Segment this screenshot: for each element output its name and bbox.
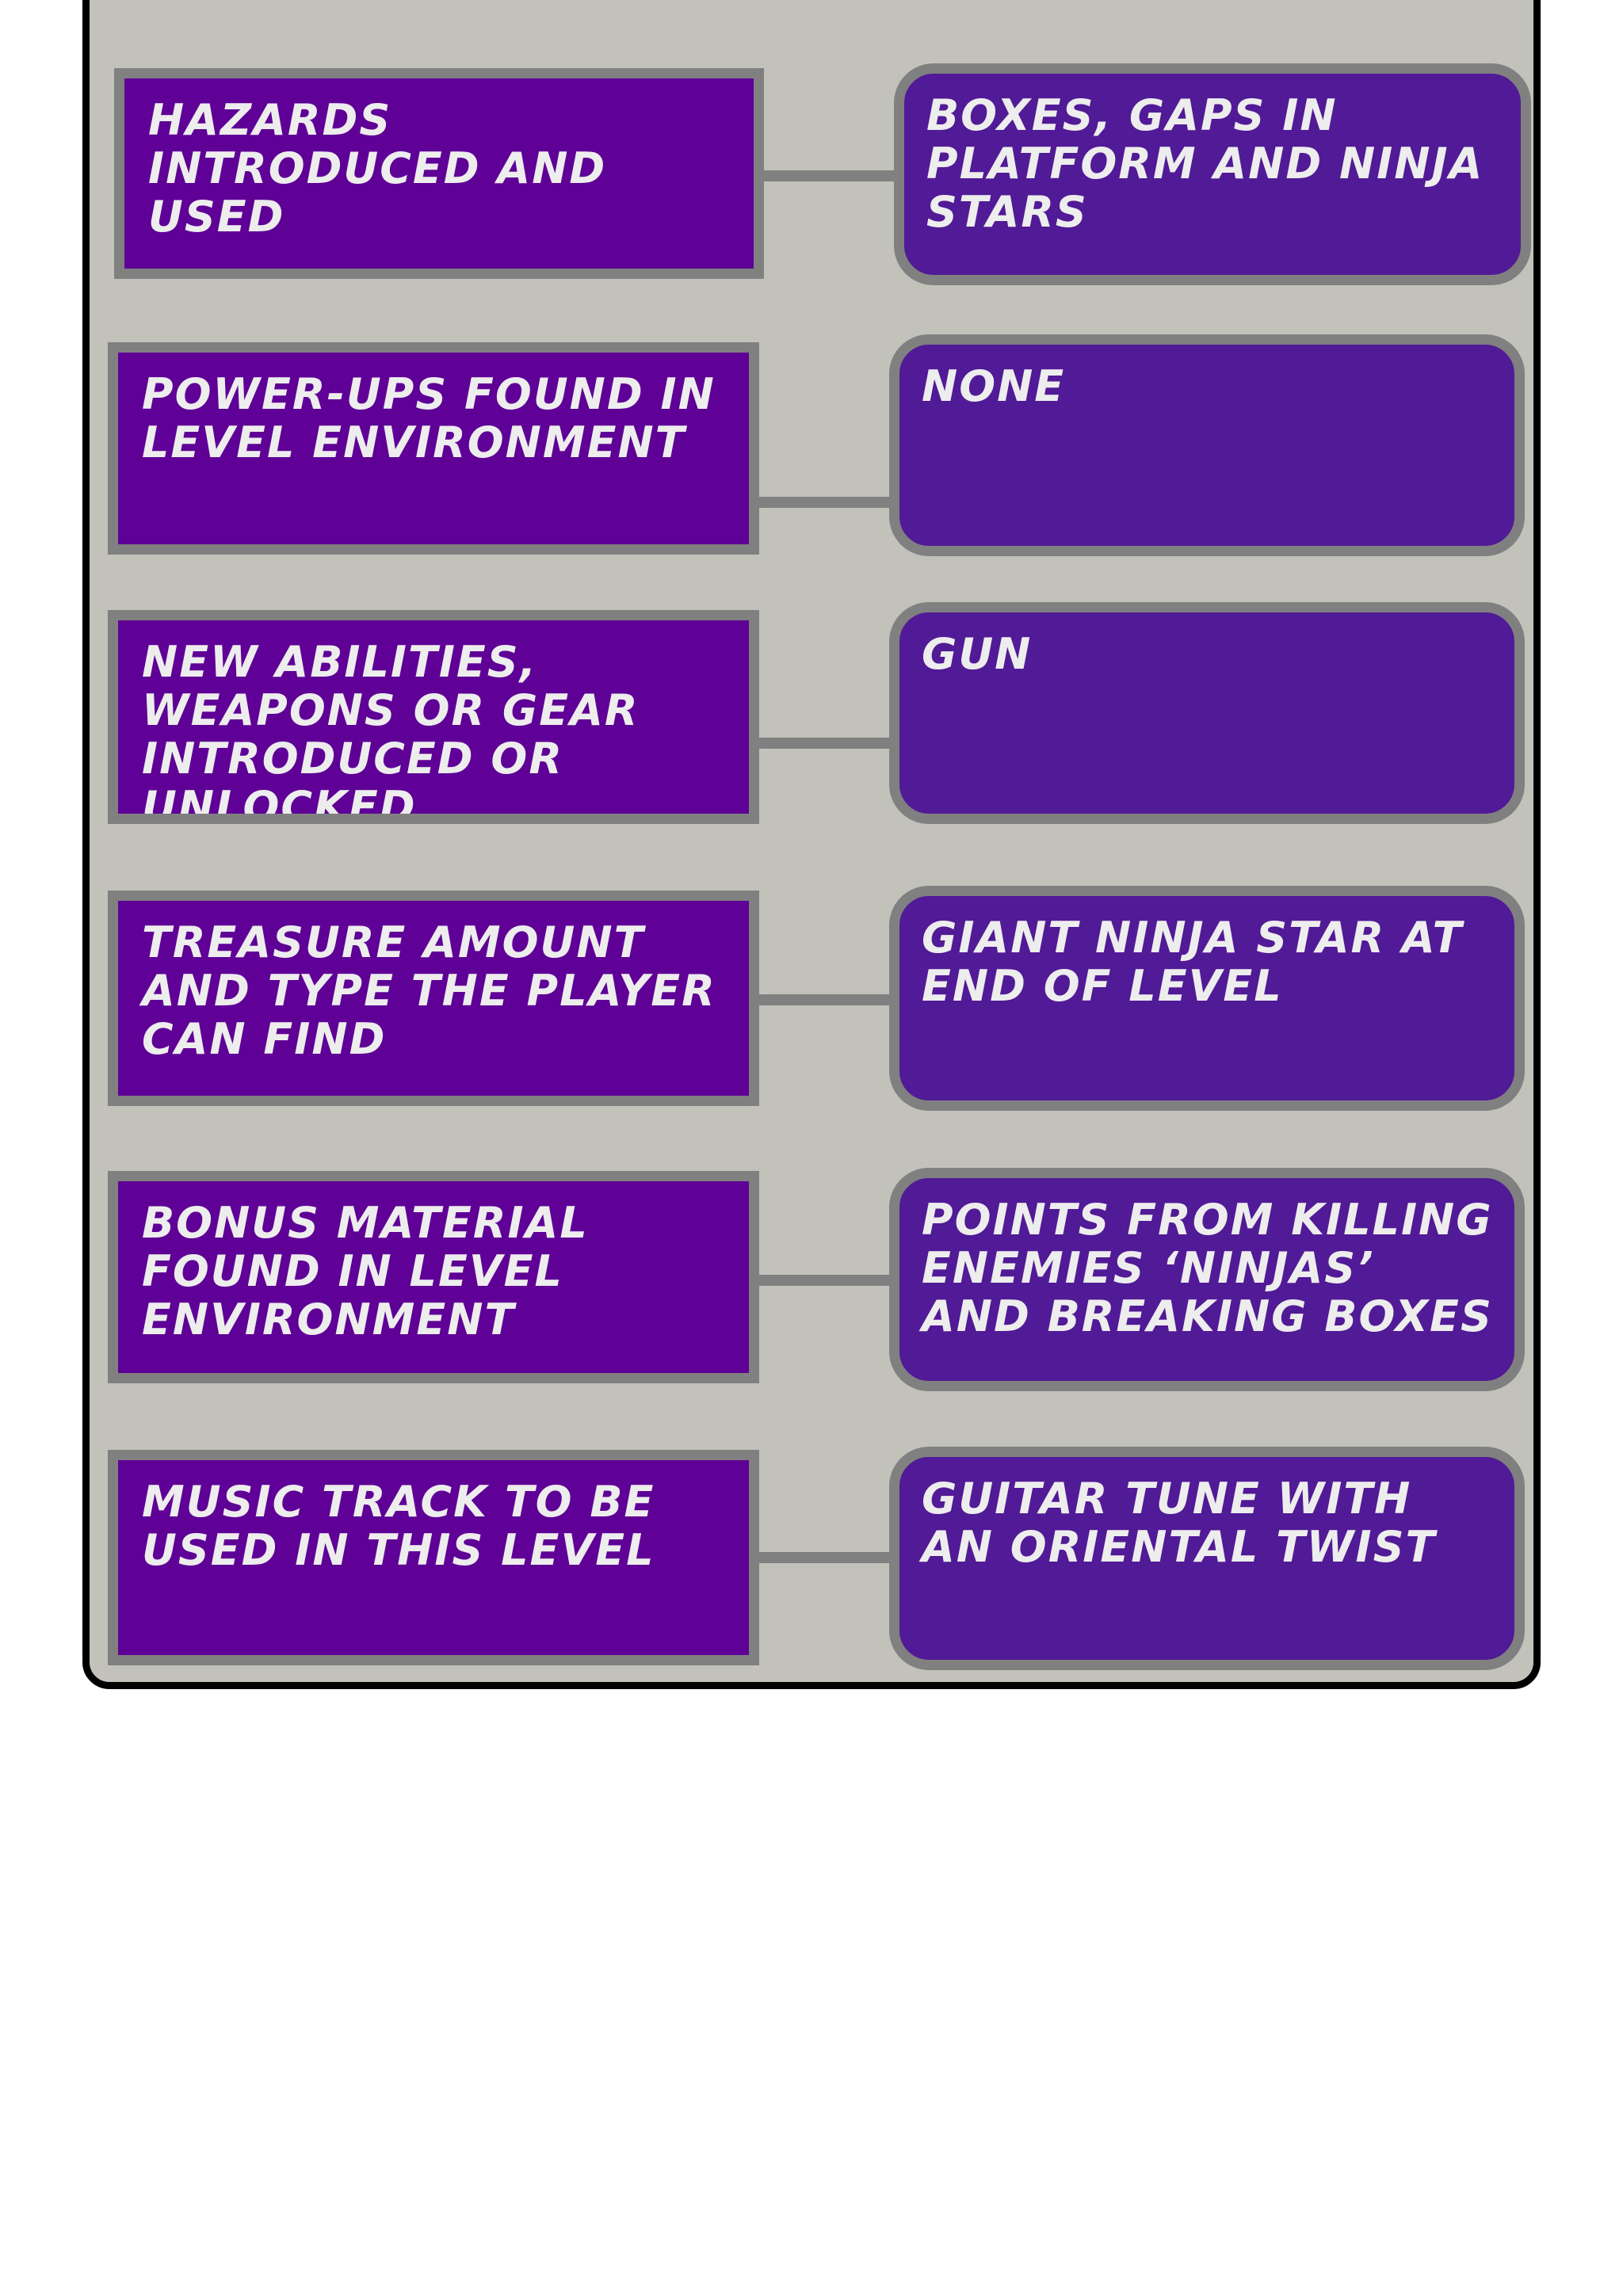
value-box-treasure: Giant ninja star at end of level	[889, 886, 1525, 1111]
value-box-power-ups: None	[889, 334, 1525, 556]
value-text-abilities: Gun	[922, 629, 1033, 679]
label-text-hazards: Hazards introduced and used	[148, 95, 607, 242]
label-box-abilities: New abilities, weapons or gear introduce…	[108, 610, 759, 824]
label-text-treasure: Treasure amount and type the player can …	[142, 917, 716, 1064]
label-text-abilities: New abilities, weapons or gear introduce…	[142, 637, 640, 824]
label-box-power-ups: Power-ups found in level environment	[108, 342, 759, 555]
value-text-bonus: Points from killing enemies ‘ninjas’ and…	[922, 1195, 1493, 1341]
label-box-music: Music track to be used in this level	[108, 1450, 759, 1665]
label-box-hazards: Hazards introduced and used	[114, 68, 764, 279]
label-box-treasure: Treasure amount and type the player can …	[108, 891, 759, 1106]
value-text-treasure: Giant ninja star at end of level	[922, 913, 1464, 1011]
value-box-abilities: Gun	[889, 602, 1525, 824]
value-text-music: Guitar tune with an oriental twist	[922, 1474, 1437, 1572]
label-box-bonus: Bonus material found in level environmen…	[108, 1171, 759, 1383]
label-text-bonus: Bonus material found in level environmen…	[142, 1198, 589, 1344]
value-box-hazards: Boxes, gaps in platform and ninja stars	[894, 63, 1531, 285]
label-text-power-ups: Power-ups found in level environment	[142, 369, 716, 467]
value-text-power-ups: None	[922, 361, 1066, 411]
value-text-hazards: Boxes, gaps in platform and ninja stars	[926, 90, 1484, 237]
value-box-music: Guitar tune with an oriental twist	[889, 1447, 1525, 1670]
value-box-bonus: Points from killing enemies ‘ninjas’ and…	[889, 1168, 1525, 1391]
label-text-music: Music track to be used in this level	[142, 1477, 655, 1575]
